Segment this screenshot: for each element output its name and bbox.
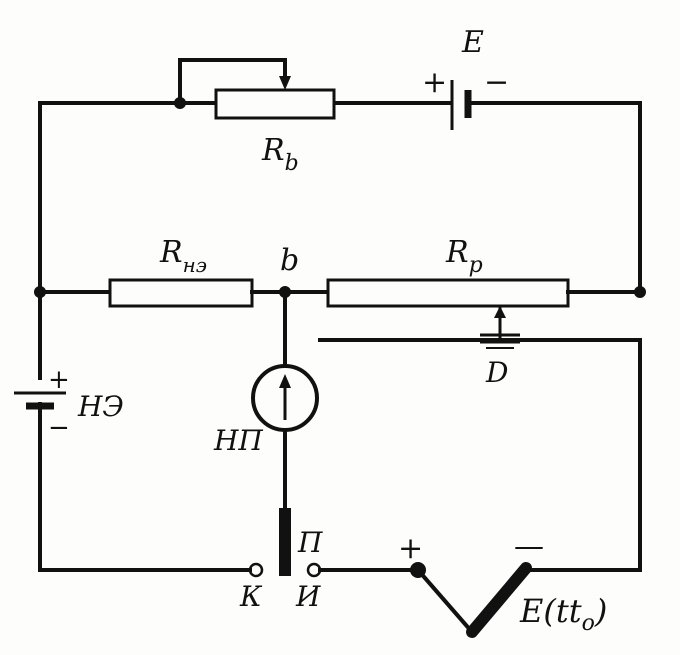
resistor-rp (326, 278, 570, 308)
label-ne: НЭ (77, 390, 124, 423)
label-i: И (295, 580, 321, 613)
label-b: b (280, 243, 299, 278)
rheostat-slider-wire (178, 58, 287, 105)
slider-d-arrow (494, 306, 506, 318)
label-ne-plus: + (48, 365, 70, 395)
label-tc-plus: + (398, 531, 423, 566)
battery-ne-gap (30, 380, 50, 402)
label-e-minus: − (484, 65, 509, 100)
resistor-rb (214, 88, 336, 120)
label-ne-minus: − (48, 413, 70, 443)
label-e: E (461, 25, 484, 60)
node-rb-junction (174, 97, 186, 109)
rheostat-slider-arrow (279, 76, 291, 90)
wire-slider-to-thermocouple (318, 338, 642, 572)
label-rp: Rp (445, 235, 483, 278)
resistor-rne (108, 278, 254, 308)
label-rne: Rнэ (159, 235, 207, 277)
label-e-plus: + (422, 65, 447, 100)
node-right (634, 286, 646, 298)
label-d: D (485, 356, 508, 389)
switch-blade (279, 508, 291, 576)
label-e-tt0: E(tto) (519, 592, 607, 636)
label-k: К (239, 580, 263, 613)
label-rb: Rb (261, 133, 299, 176)
thermocouple-plus-junction (410, 562, 426, 578)
galvanometer-arrow (279, 374, 291, 388)
thermocouple-right-leg (466, 562, 532, 638)
node-left (34, 286, 46, 298)
thermocouple-left-leg (416, 568, 474, 634)
label-p: П (297, 526, 323, 559)
label-tc-minus: — (514, 529, 544, 564)
label-np: НП (213, 424, 263, 457)
